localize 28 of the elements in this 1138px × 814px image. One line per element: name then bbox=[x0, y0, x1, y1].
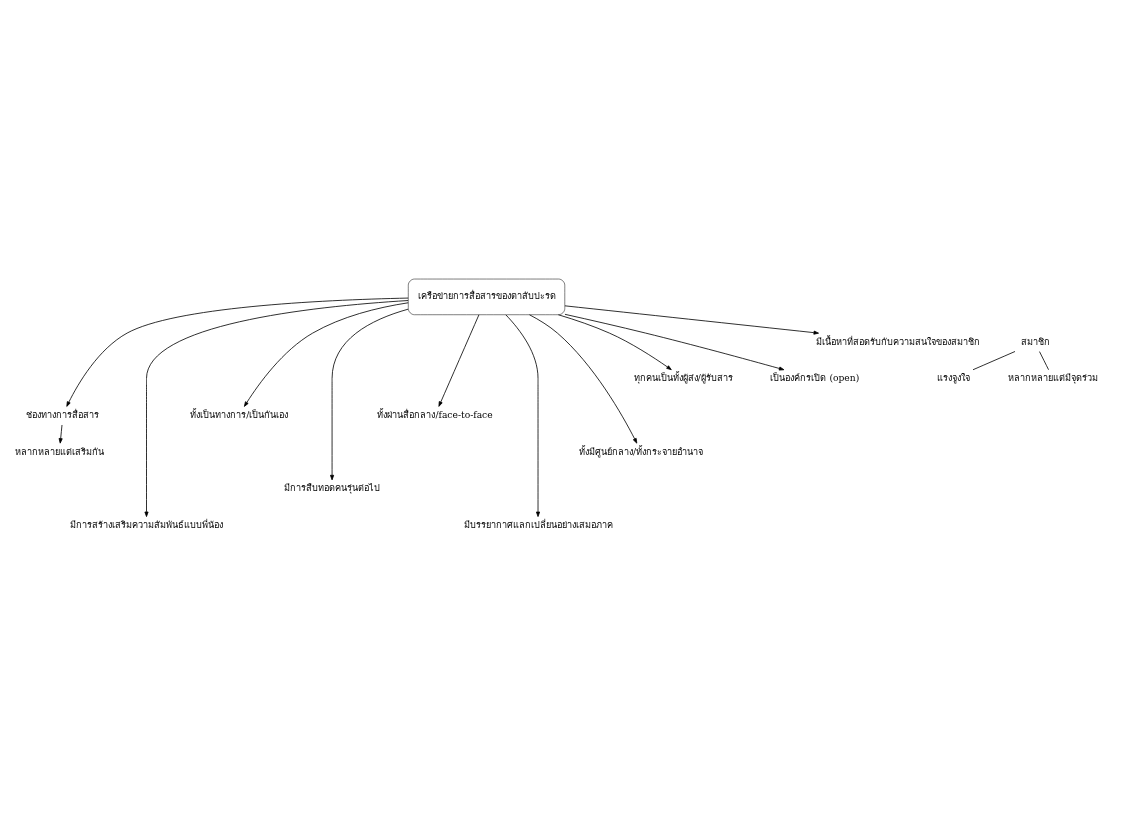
node-text: มีบรรยากาศแลกเปลี่ยนอย่างเสมอภาค bbox=[463, 519, 613, 531]
node-text: มีการสืบทอดคนรุ่นต่อไป bbox=[284, 482, 381, 494]
node-text: หลากหลายแต่เสริมกัน bbox=[14, 445, 104, 457]
arrow bbox=[58, 424, 63, 444]
arrow bbox=[243, 302, 409, 407]
node-text: ทั้งเป็นทางการ/เป็นกันเอง bbox=[190, 408, 289, 420]
connector bbox=[972, 351, 1016, 371]
arrow bbox=[330, 308, 409, 481]
node-box: เครือข่ายการสื่อสารของตาสับปะรด bbox=[408, 278, 566, 315]
node-text: มีการสร้างเสริมความสัมพันธ์แบบพี่น้อง bbox=[70, 519, 223, 531]
node-text: ทั้งมีศูนย์กลาง/ทั้งกระจายอำนาจ bbox=[578, 445, 704, 457]
node-text: สมาชิก bbox=[1020, 335, 1050, 347]
arrow bbox=[66, 297, 409, 407]
node-text: แรงจูงใจ bbox=[936, 372, 970, 384]
connector bbox=[1039, 351, 1049, 371]
arrow bbox=[144, 300, 409, 517]
arrow bbox=[557, 314, 672, 371]
node-text: ทุกคนเป็นทั้งผู้ส่ง/ผู้รับสาร bbox=[633, 372, 733, 384]
arrow bbox=[529, 314, 638, 444]
arrow bbox=[564, 313, 785, 371]
node-text: ช่องทางการสื่อสาร bbox=[26, 408, 100, 420]
arrow bbox=[438, 314, 480, 407]
node-text: เป็นองค์กรเปิด (open) bbox=[770, 372, 860, 384]
arrow bbox=[505, 314, 541, 517]
node-text: มีเนื้อหาที่สอดรับกับความสนใจของสมาชิก bbox=[816, 335, 981, 347]
arrow bbox=[564, 305, 819, 335]
node-text: หลากหลายแต่มีจุดร่วม bbox=[1007, 372, 1098, 384]
node-text: ทั้งผ่านสื่อกลาง/face-to-face bbox=[377, 408, 493, 420]
